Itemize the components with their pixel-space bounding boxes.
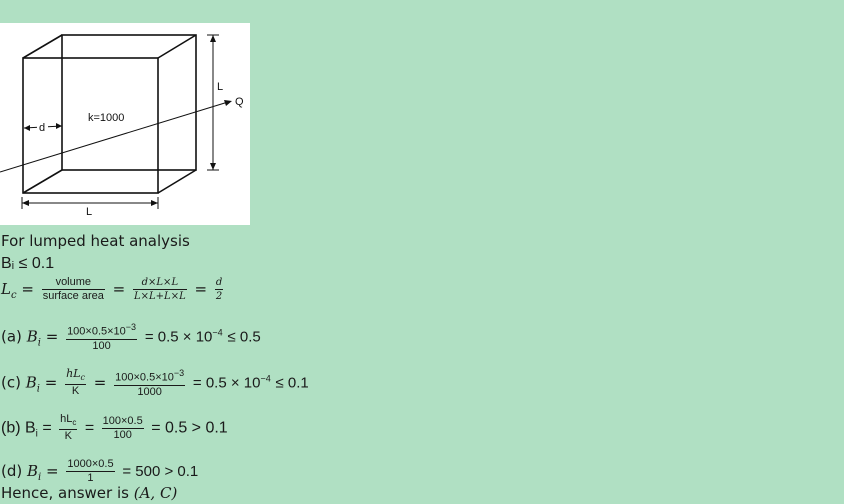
heat-flow-arrowhead (224, 100, 232, 106)
answer-value: (A, C) (133, 484, 178, 502)
conclusion-text: Hence, answer is (A, C) (1, 484, 178, 502)
cube-front-face (22, 57, 159, 194)
biot-condition: Bᵢ ≤ 0.1 (1, 255, 55, 272)
k-label: k=1000 (88, 112, 124, 124)
d-arrow-right (56, 123, 62, 129)
d-label: d (39, 122, 45, 134)
cube-edge (22, 34, 63, 59)
d-arrow-left (24, 125, 30, 131)
cube-edge (157, 169, 197, 194)
cube-edge (157, 34, 197, 59)
q-label: Q (235, 96, 244, 108)
cube-edge (22, 169, 63, 194)
cube-diagram: Q k=1000 d L L (0, 34, 244, 218)
right-l-label: L (217, 81, 223, 93)
cube-figure: Q k=1000 d L L (0, 23, 250, 225)
intro-text: For lumped heat analysis (1, 232, 190, 250)
cube-back-face (61, 34, 197, 171)
heat-flow-line (0, 101, 229, 173)
bottom-l-label: L (86, 206, 92, 218)
